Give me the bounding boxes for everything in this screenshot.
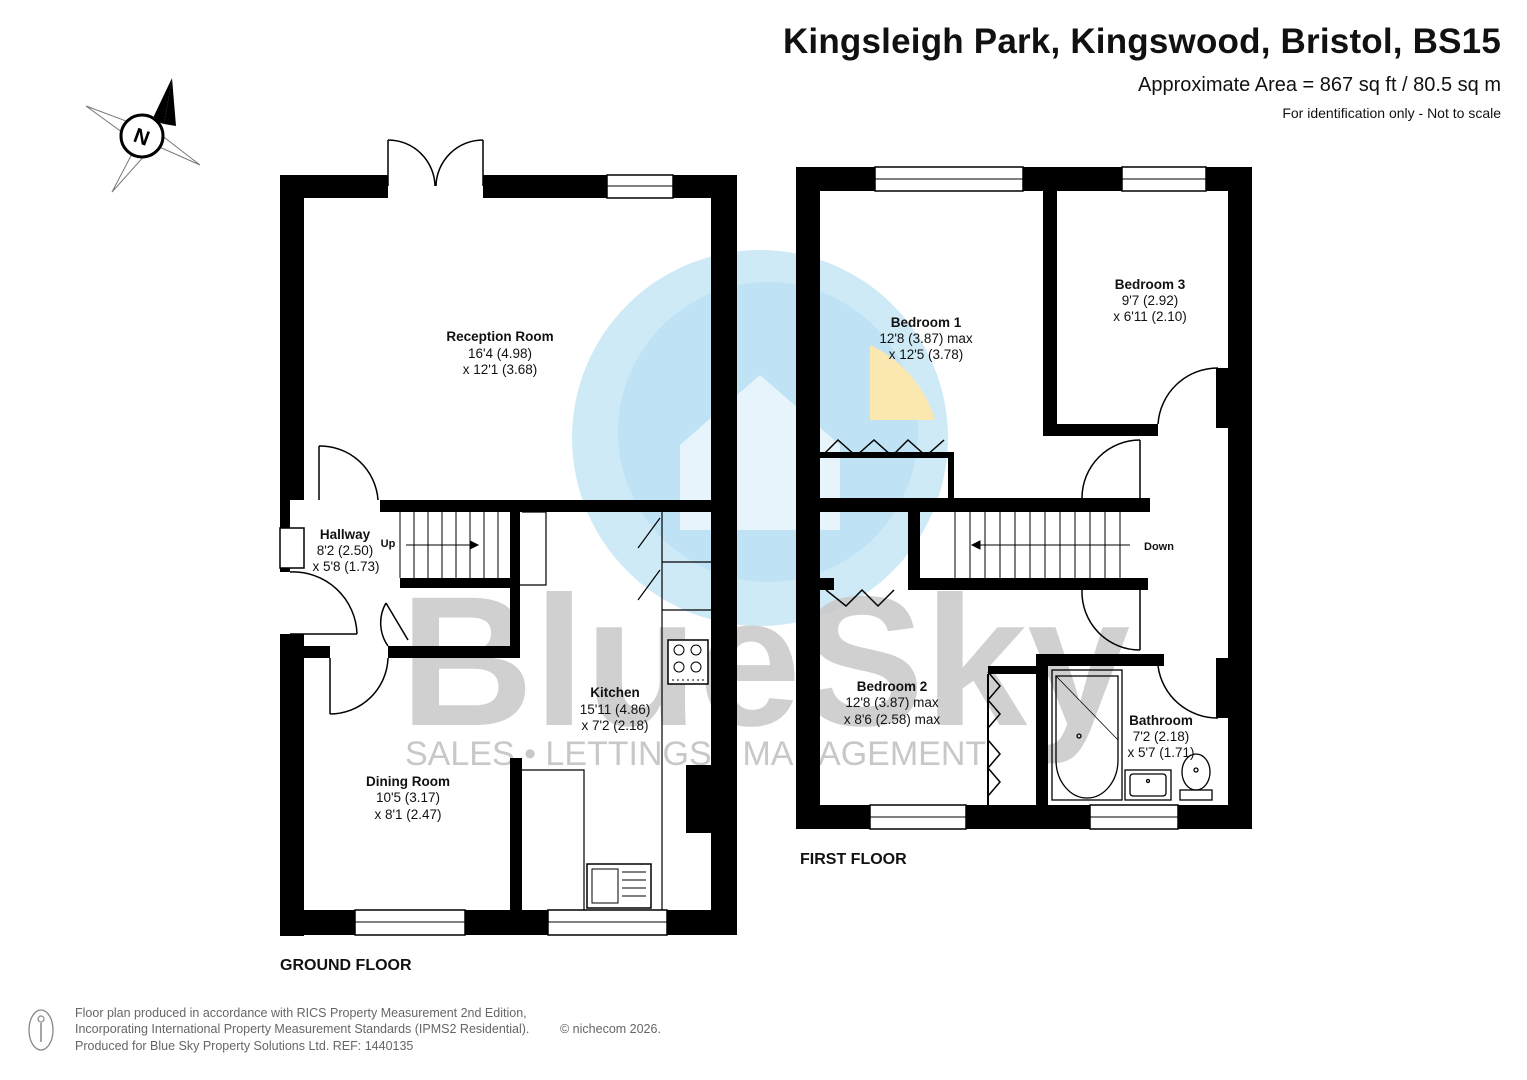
room-name-reception: Reception Room: [446, 329, 553, 344]
room-name-bathroom: Bathroom: [1129, 713, 1193, 728]
room-dim1-bedroom3: 9'7 (2.92): [1122, 293, 1179, 308]
sink-icon: [586, 863, 652, 909]
room-dim2-bedroom3: x 6'11 (2.10): [1113, 309, 1187, 324]
compass-icon: N: [85, 78, 201, 193]
hob-icon: [667, 639, 709, 685]
room-dim1-reception: 16'4 (4.98): [468, 346, 532, 361]
stairs-up-label: Up: [381, 538, 396, 550]
window: [279, 527, 305, 569]
bath-icon: [1051, 669, 1123, 801]
stairs-down-label: Down: [1144, 541, 1174, 553]
room-dim2-bedroom2: x 8'6 (2.58) max: [844, 712, 941, 727]
room-dim1-bedroom1: 12'8 (3.87) max: [879, 331, 973, 346]
room-dim1-dining: 10'5 (3.17): [376, 790, 440, 805]
copyright-notice: © nichecom 2026.: [560, 1022, 661, 1036]
room-dim1-bathroom: 7'2 (2.18): [1133, 729, 1190, 744]
stairs-down: [954, 512, 1130, 578]
approximate-area: Approximate Area = 867 sq ft / 80.5 sq m: [1138, 74, 1501, 96]
scale-disclaimer: For identification only - Not to scale: [1282, 105, 1501, 121]
room-dim2-bathroom: x 5'7 (1.71): [1127, 745, 1194, 760]
room-name-bedroom2: Bedroom 2: [857, 679, 928, 694]
footer-line-1: Floor plan produced in accordance with R…: [75, 1006, 527, 1020]
internal-doors: [289, 445, 409, 715]
room-dim1-bedroom2: 12'8 (3.87) max: [845, 695, 939, 710]
watermark-brand: BlueSky: [400, 559, 1130, 765]
compass-north-label: N: [130, 124, 152, 151]
washbasin-icon: [1124, 769, 1172, 801]
kitchen-fittings: [520, 511, 711, 910]
footer-line-3: Produced for Blue Sky Property Solutions…: [75, 1039, 414, 1053]
first-floor-plan: [796, 166, 1252, 830]
page-title: Kingsleigh Park, Kingswood, Bristol, BS1…: [782, 22, 1501, 61]
room-dim2-dining: x 8'1 (2.47): [374, 807, 441, 822]
first-floor-label: FIRST FLOOR: [800, 851, 907, 868]
room-name-bedroom3: Bedroom 3: [1115, 277, 1186, 292]
room-dim1-hallway: 8'2 (2.50): [317, 543, 374, 558]
watermark-sun: [870, 345, 935, 420]
room-dim2-hallway: x 5'8 (1.73): [312, 559, 379, 574]
footer-line-2: Incorporating International Property Mea…: [75, 1022, 530, 1036]
ground-floor-label: GROUND FLOOR: [280, 957, 412, 974]
room-name-dining: Dining Room: [366, 774, 450, 789]
room-dim2-bedroom1: x 12'5 (3.78): [889, 347, 964, 362]
room-dim2-kitchen: x 7'2 (2.18): [581, 718, 648, 733]
room-name-kitchen: Kitchen: [590, 685, 640, 700]
room-dim2-reception: x 12'1 (3.68): [463, 362, 538, 377]
room-dim1-kitchen: 15'11 (4.86): [580, 702, 651, 717]
stairs-up: [399, 512, 499, 578]
ground-floor-plan: [279, 139, 737, 936]
french-doors: [387, 139, 484, 187]
room-name-hallway: Hallway: [320, 527, 371, 542]
internal-doors-first: [821, 367, 1219, 805]
room-name-bedroom1: Bedroom 1: [891, 315, 962, 330]
person-icon: [28, 1009, 54, 1051]
toilet-icon: [1179, 753, 1213, 801]
